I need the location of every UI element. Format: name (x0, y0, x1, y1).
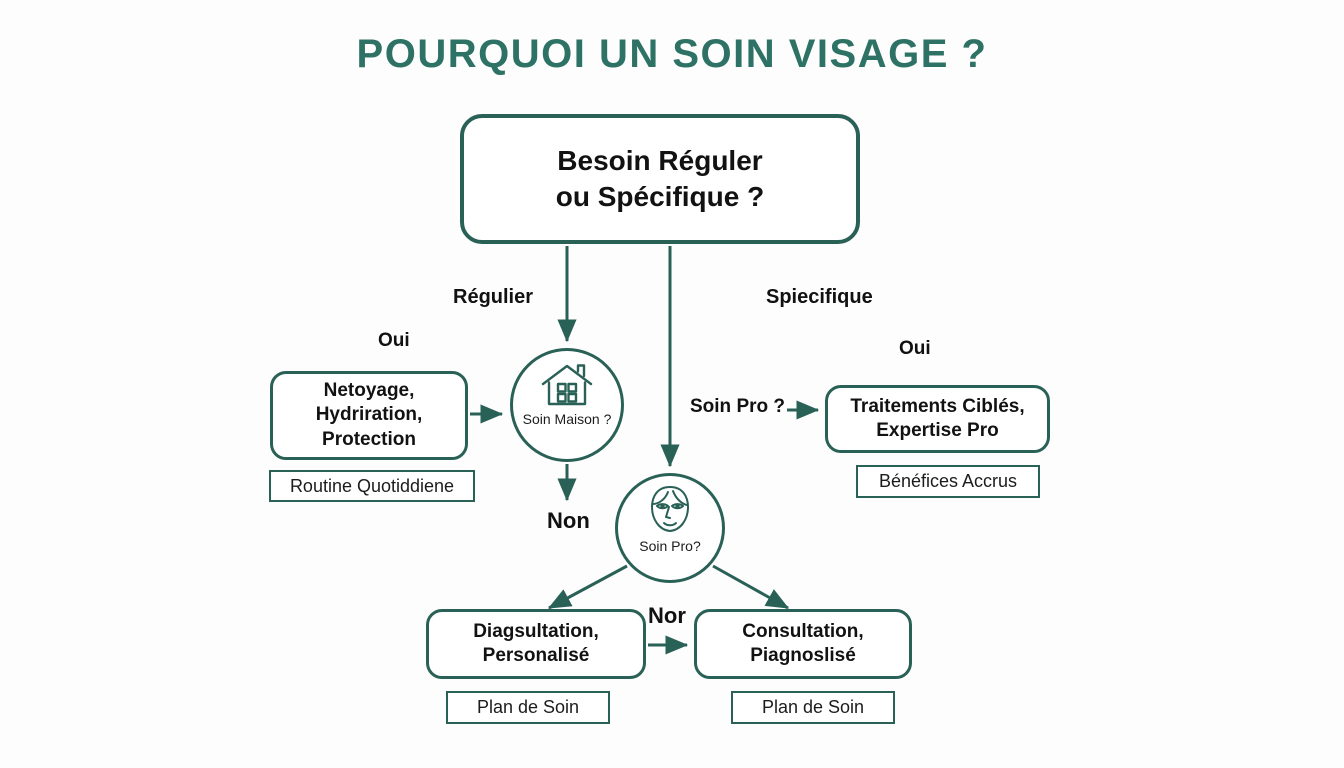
edge-pro-to-diagnosis (547, 564, 628, 610)
edge-label-nor: Nor (648, 603, 686, 628)
node-root-line1: Besoin Réguler (557, 145, 763, 177)
node-home-care-line1: Netoyage, (323, 380, 415, 402)
edge-label-oui-left: Oui (378, 330, 410, 351)
node-home-care-line2: Hydriration, (315, 404, 423, 426)
node-diagnosis-line2: Personalisé (482, 645, 590, 666)
caption-benefices-accrus: Bénéfices Accrus (856, 465, 1040, 498)
node-consultation-line2: Piagnoslisé (750, 645, 856, 666)
node-pro-treatment[interactable]: Traitements Ciblés, Expertise Pro (825, 385, 1050, 453)
face-icon (644, 485, 696, 535)
caption-routine-quotidienne: Routine Quotiddiene (269, 470, 475, 502)
edge-label-regulier: Régulier (453, 286, 534, 308)
node-home-care-line3: Protection (322, 428, 416, 450)
node-diagnosis-line1: Diagsultation, (473, 620, 599, 642)
caption-plan-de-soin-right: Plan de Soin (731, 691, 895, 724)
node-pro-treatment-line1: Traitements Ciblés, (850, 395, 1025, 417)
edge-label-non: Non (547, 508, 590, 533)
edge-pro-to-consultation (712, 564, 790, 610)
edge-label-oui-right: Oui (899, 338, 931, 359)
node-pro-treatment-line2: Expertise Pro (876, 420, 999, 441)
edge-label-specifique: Spiecifique (766, 286, 873, 308)
edge-label-soin-pro: Soin Pro ? (690, 396, 785, 417)
node-consultation[interactable]: Consultation, Piagnoslisé (694, 609, 912, 679)
node-consultation-line1: Consultation, (742, 620, 864, 642)
decision-circle-home-care[interactable]: Soin Maison ? (510, 348, 624, 462)
decision-circle-home-label: Soin Maison ? (522, 411, 612, 427)
caption-plan-de-soin-left: Plan de Soin (446, 691, 610, 724)
decision-circle-pro-care[interactable]: Soin Pro? (615, 473, 725, 583)
node-diagnosis[interactable]: Diagsultation, Personalisé (426, 609, 646, 679)
node-root-line2: ou Spécifique ? (555, 181, 765, 212)
page-title: POURQUOI UN SOIN VISAGE ? (356, 32, 988, 76)
node-root-question[interactable]: Besoin Réguler ou Spécifique ? (460, 114, 860, 244)
node-home-care[interactable]: Netoyage, Hydriration, Protection (270, 371, 468, 460)
decision-circle-pro-label: Soin Pro? (639, 538, 701, 554)
house-icon (540, 362, 594, 408)
